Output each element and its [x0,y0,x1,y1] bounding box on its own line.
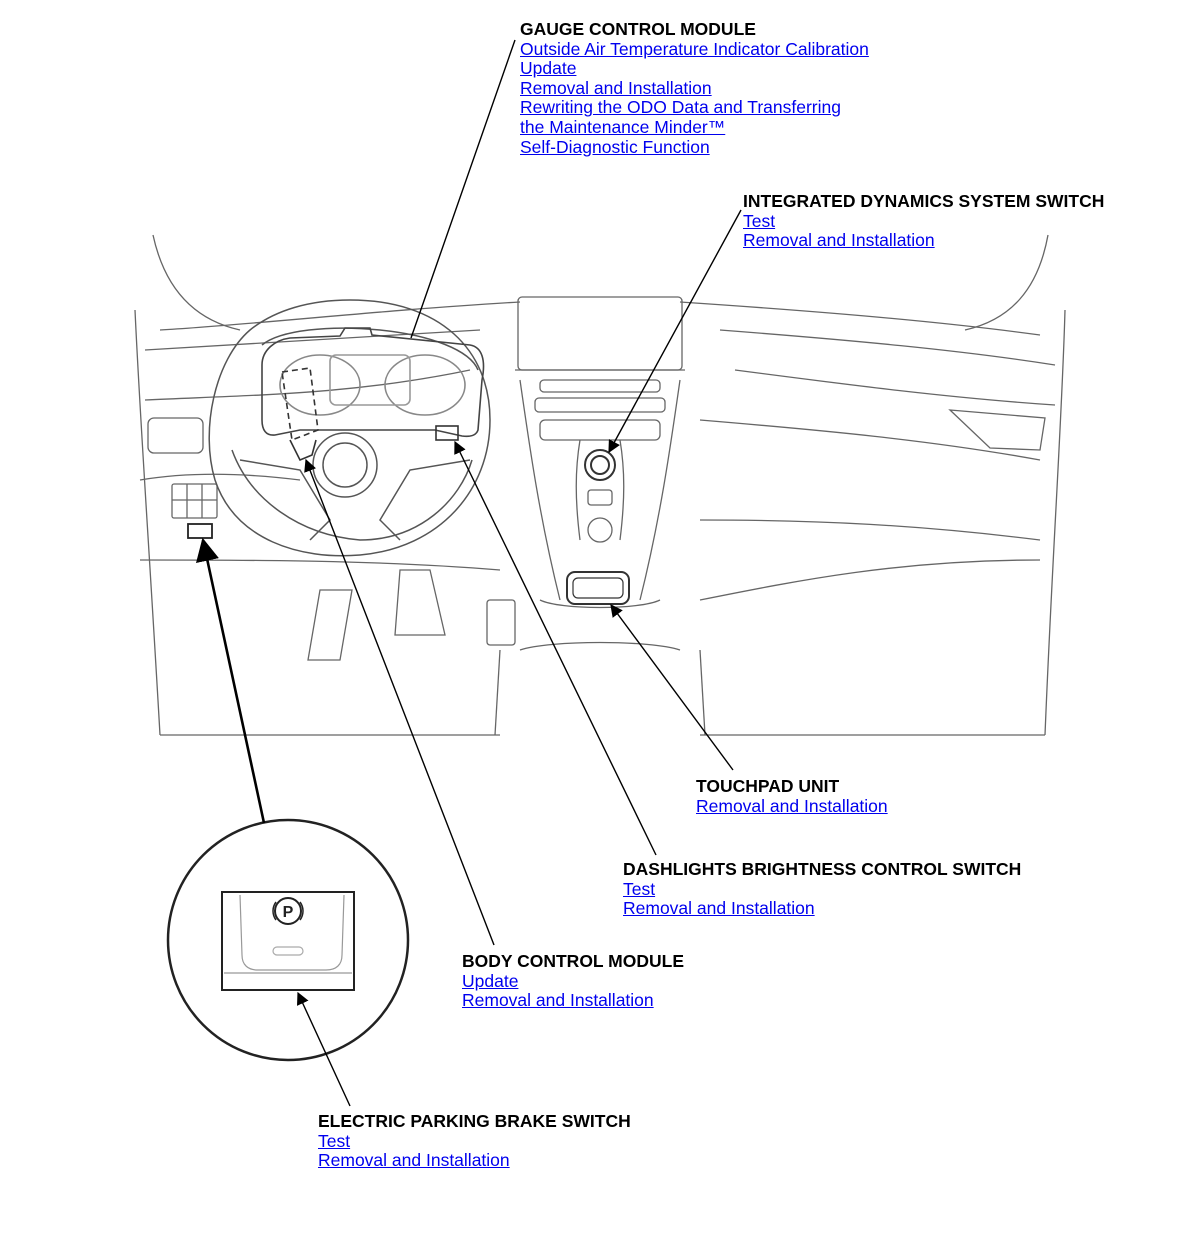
link-gauge-update[interactable]: Update [520,58,577,79]
leader-gauge [410,39,516,339]
link-gauge-removal-installation[interactable]: Removal and Installation [520,77,712,98]
steering-wheel [208,299,491,557]
body-control-module-title: BODY CONTROL MODULE [462,951,684,971]
link-dashlights-removal-installation[interactable]: Removal and Installation [623,898,815,919]
callout-electric-parking-brake-switch: ELECTRIC PARKING BRAKE SWITCH Test Remov… [318,1111,631,1171]
callout-gauge-control-module: GAUGE CONTROL MODULE Outside Air Tempera… [520,19,869,157]
leader-dashlights [454,440,657,856]
callout-dashlights-brightness-switch: DASHLIGHTS BRIGHTNESS CONTROL SWITCH Tes… [623,859,1022,919]
link-ids-test[interactable]: Test [743,210,776,231]
link-self-diagnostic-function[interactable]: Self-Diagnostic Function [520,136,710,157]
touchpad-unit-title: TOUCHPAD UNIT [696,776,840,796]
link-dashlights-test[interactable]: Test [623,878,656,899]
integrated-dynamics-knob [584,449,616,481]
integrated-dynamics-title: INTEGRATED DYNAMICS SYSTEM SWITCH [743,191,1105,211]
link-rewriting-odo-data[interactable]: Rewriting the ODO Data and Transferring [520,97,841,118]
link-bcm-update[interactable]: Update [462,970,519,991]
link-maintenance-minder[interactable]: the Maintenance Minder™ [520,116,726,137]
touchpad-unit [566,571,630,605]
gauge-cluster [261,327,485,462]
link-ids-removal-installation[interactable]: Removal and Installation [743,230,935,251]
leader-touchpad [610,603,734,771]
leader-lines [196,39,742,1107]
leader-bcm [304,458,495,946]
dashboard-line-art [134,234,1066,736]
epb-switch-location [187,523,213,539]
leader-epb [297,991,351,1107]
link-epb-removal-installation[interactable]: Removal and Installation [318,1150,510,1171]
parking-symbol: P [283,904,294,921]
link-touchpad-removal-installation[interactable]: Removal and Installation [696,795,888,816]
link-bcm-removal-installation[interactable]: Removal and Installation [462,990,654,1011]
callout-body-control-module: BODY CONTROL MODULE Update Removal and I… [462,951,684,1011]
epb-detail-view [166,818,410,1062]
leader-epb-detail [196,537,266,824]
link-epb-test[interactable]: Test [318,1130,351,1151]
dashlights-brightness-title: DASHLIGHTS BRIGHTNESS CONTROL SWITCH [623,859,1022,879]
leader-ids [608,209,742,454]
link-outside-air-temp-calibration[interactable]: Outside Air Temperature Indicator Calibr… [520,38,869,59]
gauge-control-module-title: GAUGE CONTROL MODULE [520,19,756,39]
callout-integrated-dynamics-switch: INTEGRATED DYNAMICS SYSTEM SWITCH Test R… [743,191,1105,251]
electric-parking-brake-title: ELECTRIC PARKING BRAKE SWITCH [318,1111,631,1131]
callout-touchpad-unit: TOUCHPAD UNIT Removal and Installation [696,776,888,816]
